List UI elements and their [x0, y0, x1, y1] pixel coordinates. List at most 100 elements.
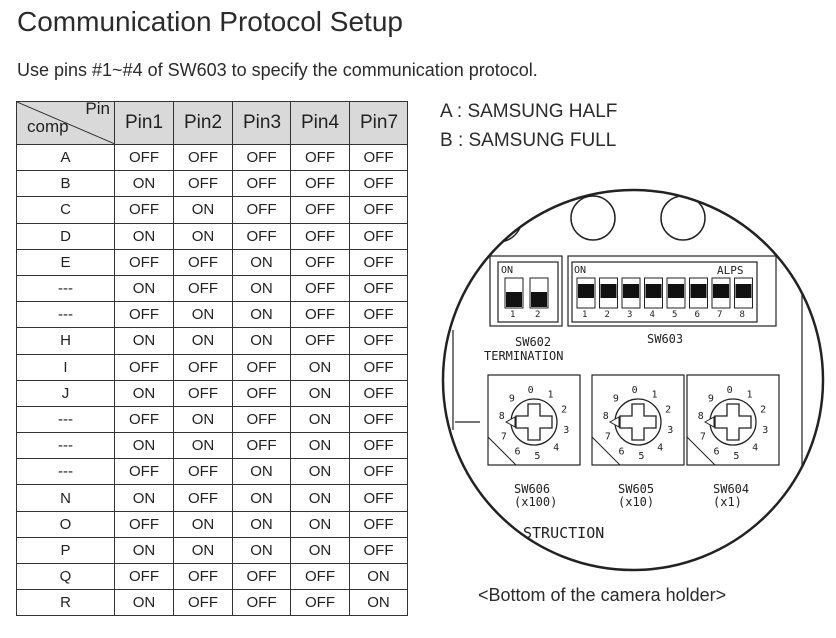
dial-digit: 5: [638, 451, 644, 462]
dial-digit: 1: [747, 389, 753, 400]
pin-state-cell: ON: [173, 196, 233, 224]
pin-state-cell: ON: [173, 327, 233, 355]
sw602-on-label: ON: [501, 265, 513, 276]
column-header: Pin4: [290, 101, 350, 145]
comp-cell: N: [16, 484, 115, 512]
pin-state-cell: OFF: [173, 484, 233, 512]
corner-pin-label: Pin: [85, 99, 110, 118]
pin-state-cell: OFF: [232, 222, 291, 250]
dial-digit: 8: [499, 411, 505, 422]
dip-toggle-lever: [600, 284, 617, 298]
dip-toggle-slot: [711, 277, 731, 309]
pin-state-cell: OFF: [349, 405, 408, 434]
dip-toggle-lever: [623, 284, 639, 298]
pin-state-cell: OFF: [290, 196, 350, 224]
column-header: Pin2: [173, 101, 233, 145]
rotary-cross: [619, 403, 657, 441]
comp-cell: H: [16, 327, 115, 355]
pin-state-cell: ON: [290, 353, 350, 381]
comp-cell: ---: [16, 458, 115, 486]
dial-digit: 8: [603, 411, 609, 422]
comp-cell: ---: [16, 432, 115, 460]
dip-toggle-lever: [506, 292, 522, 307]
pin-state-cell: OFF: [114, 301, 174, 329]
dip-toggle-lever: [645, 284, 662, 298]
dip-toggle-lever: [668, 284, 684, 298]
pin-state-cell: ON: [290, 379, 350, 407]
pin-state-cell: OFF: [349, 196, 408, 224]
pin-state-cell: ON: [232, 301, 291, 329]
diagram-caption: <Bottom of the camera holder>: [478, 585, 727, 605]
dial-digit: 7: [501, 431, 507, 442]
pin-state-cell: ON: [232, 510, 291, 538]
pin-state-cell: OFF: [232, 589, 291, 617]
pin-state-cell: ON: [173, 432, 233, 460]
dial-digit: 6: [619, 447, 625, 458]
rotary-cross: [515, 403, 553, 441]
pin-state-cell: ON: [173, 405, 233, 434]
comp-cell: O: [16, 510, 115, 538]
pin-state-cell: OFF: [349, 379, 408, 407]
pin-state-cell: ON: [114, 379, 174, 407]
dial-digit: 7: [700, 431, 706, 442]
pin-state-cell: OFF: [290, 301, 350, 329]
pin-state-cell: OFF: [349, 170, 408, 198]
pin-state-cell: OFF: [290, 143, 350, 172]
rotary-label: SW604: [713, 482, 749, 496]
pin-state-cell: ON: [173, 222, 233, 250]
pin-state-cell: OFF: [290, 274, 350, 303]
sw602-label: SW602: [515, 335, 551, 349]
pin-state-cell: OFF: [173, 562, 233, 591]
pin-state-cell: ON: [232, 458, 291, 486]
protocol-legend: A : SAMSUNG HALF B : SAMSUNG FULL: [440, 97, 617, 155]
pin-state-cell: OFF: [290, 248, 350, 276]
dip-pin-number: 1: [510, 310, 515, 320]
dial-digit: 9: [613, 394, 619, 405]
rotary-cross: [714, 403, 752, 441]
pin-state-cell: ON: [290, 458, 350, 486]
dip-pin-number: 2: [605, 310, 610, 320]
pin-state-cell: OFF: [232, 196, 291, 224]
pin-state-cell: ON: [114, 170, 174, 198]
dial-digit: 3: [762, 425, 768, 436]
pin-state-cell: OFF: [173, 379, 233, 407]
pin-state-cell: OFF: [114, 510, 174, 538]
comp-cell: E: [16, 248, 115, 276]
comp-cell: D: [16, 222, 115, 250]
dial-digit: 4: [553, 443, 559, 454]
dial-digit: 0: [528, 385, 534, 396]
dip-pin-number: 6: [695, 310, 700, 320]
pin-state-cell: OFF: [114, 143, 174, 172]
rotary-pointer: [608, 416, 620, 428]
rotary-corner-mark: [591, 435, 622, 466]
pin-state-cell: ON: [114, 589, 174, 617]
dial-digit: 5: [534, 451, 540, 462]
dial-digit: 6: [714, 447, 720, 458]
comp-cell: J: [16, 379, 115, 407]
pin-state-cell: ON: [349, 562, 408, 591]
dip-toggle-slot: [666, 277, 686, 309]
pin-state-cell: ON: [290, 536, 350, 565]
dial-digit: 9: [708, 394, 714, 405]
table-corner-cell: Pin comp: [16, 99, 115, 145]
pin-state-cell: ON: [290, 510, 350, 538]
comp-cell: P: [16, 536, 115, 565]
pin-state-cell: ON: [232, 484, 291, 512]
dip-pin-number: 1: [582, 310, 587, 320]
dip-toggle-slot: [599, 277, 618, 309]
dial-digit: 1: [548, 389, 554, 400]
pin-state-cell: OFF: [114, 405, 174, 434]
corner-diagonal: [17, 102, 115, 144]
